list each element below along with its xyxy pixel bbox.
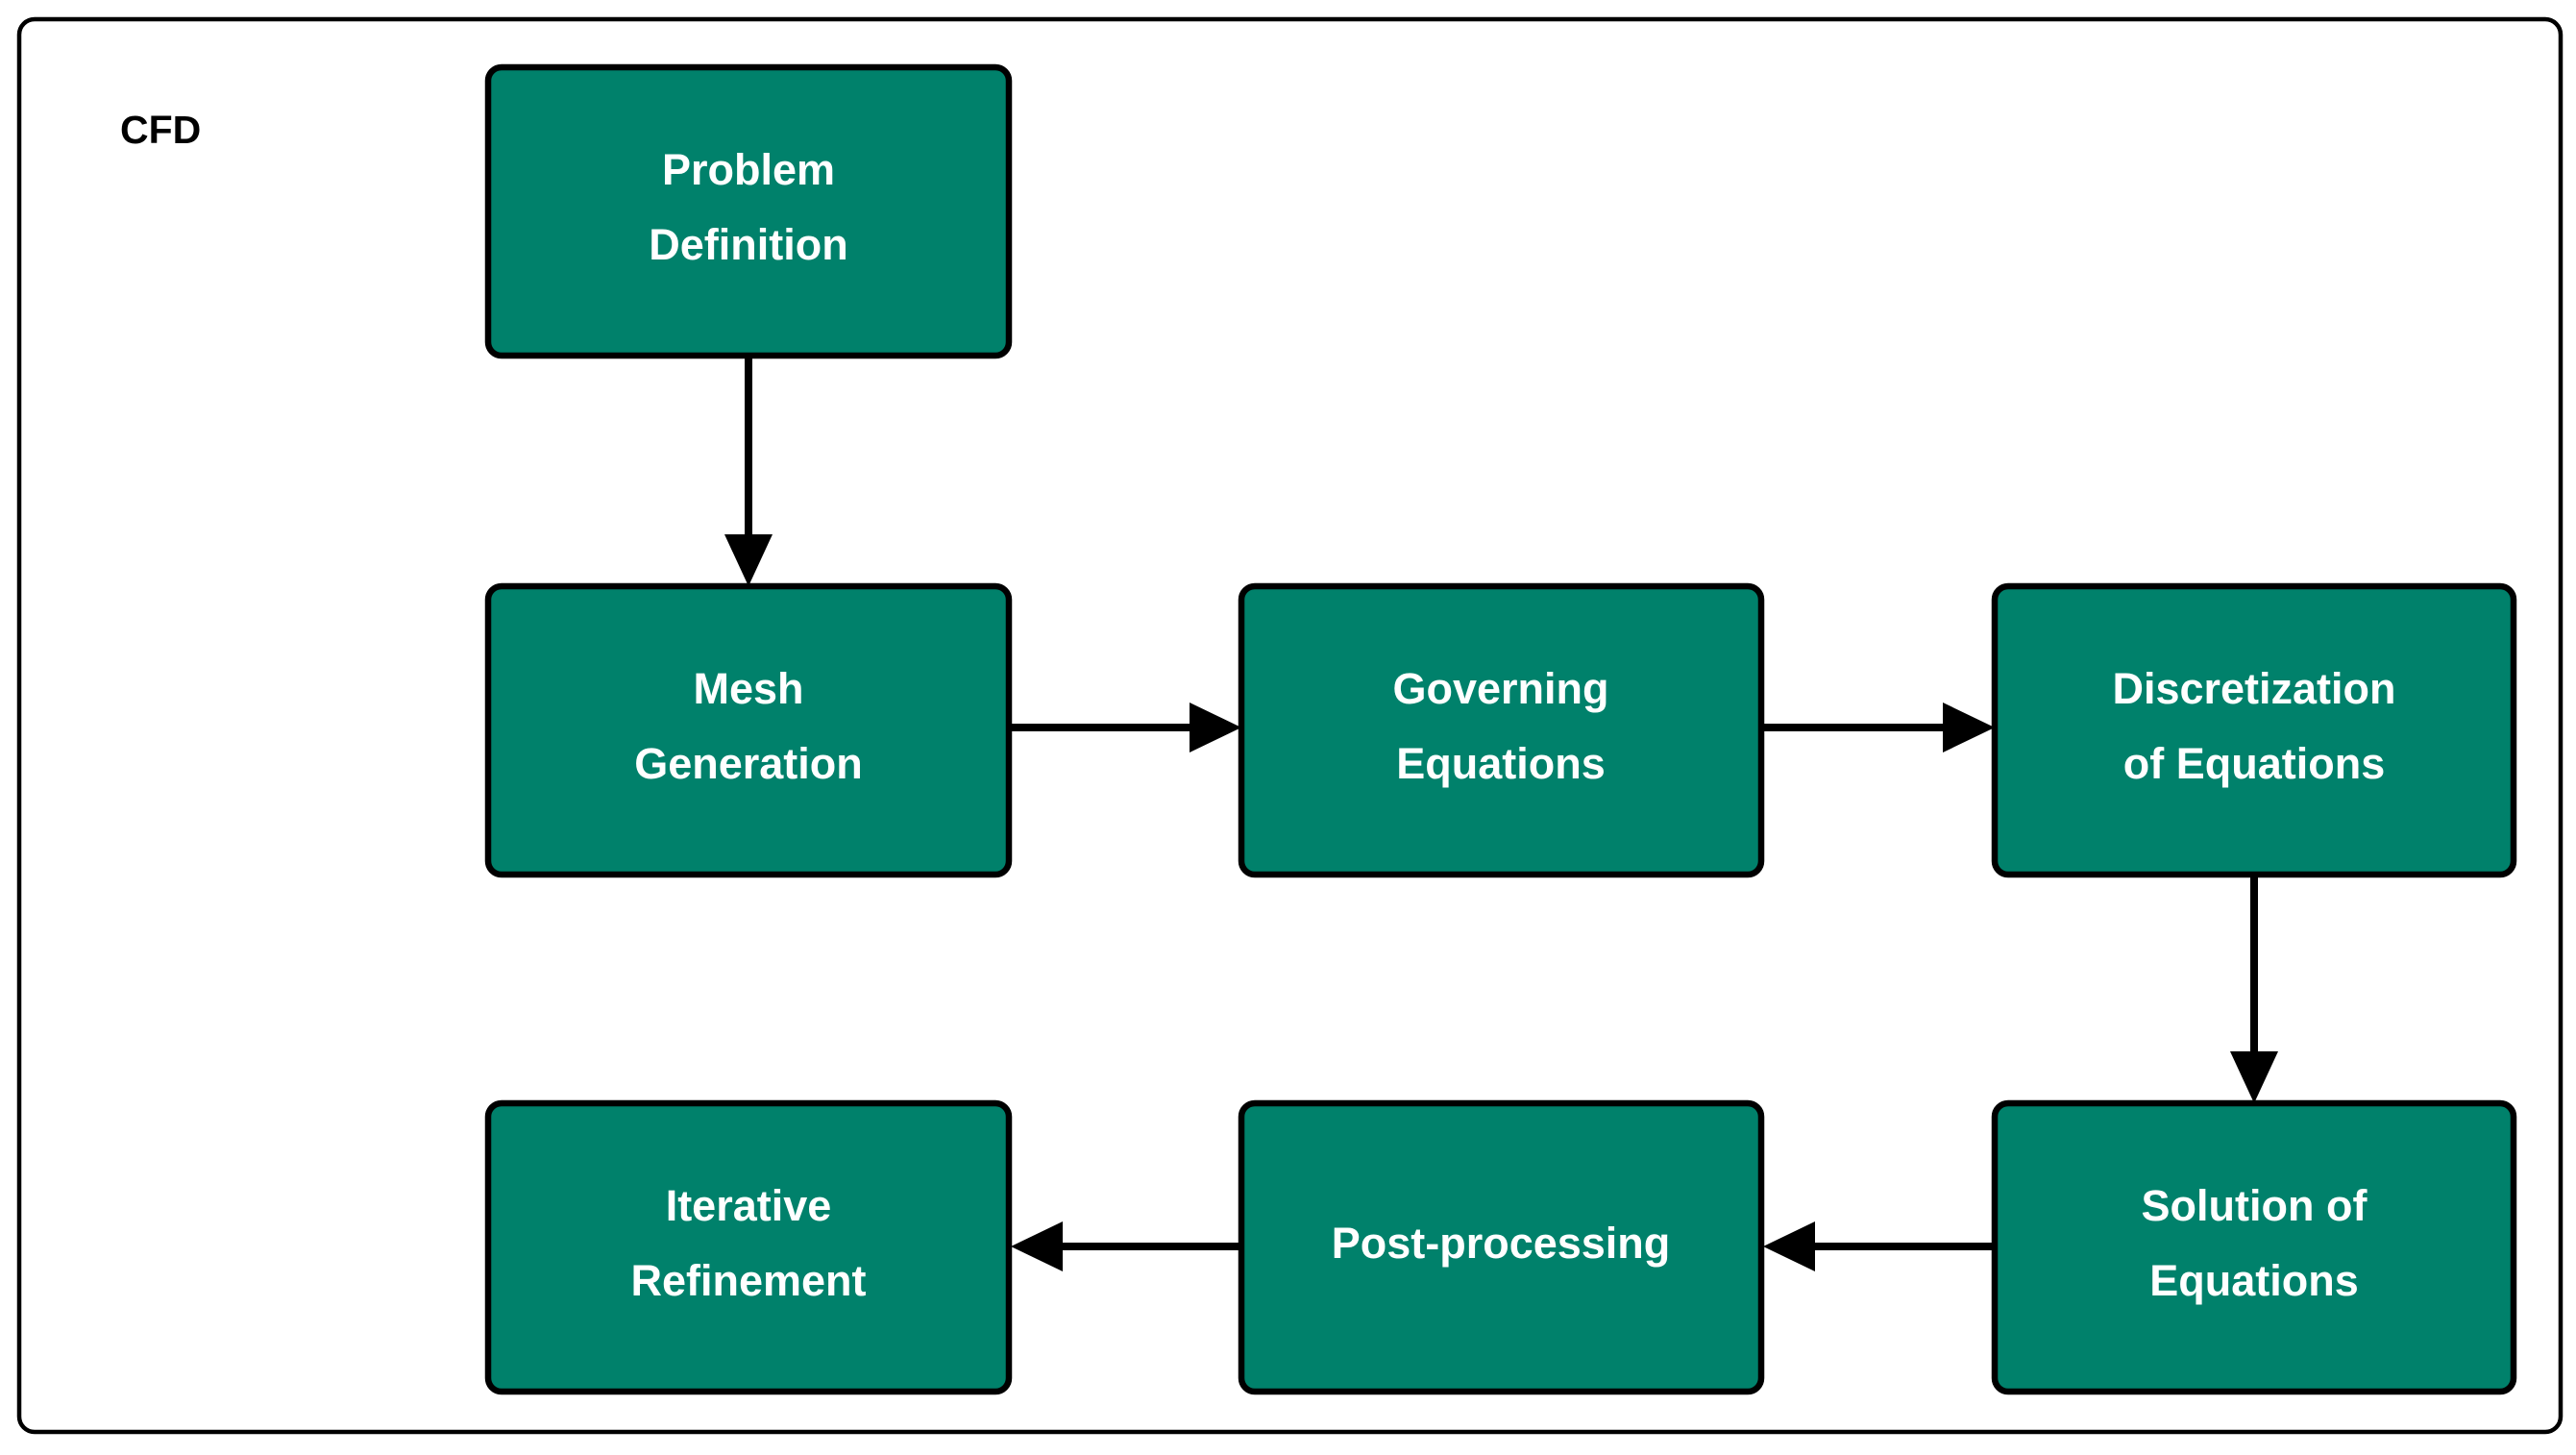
node-label-line: Solution of: [2142, 1181, 2368, 1230]
node-label-line: of Equations: [2123, 739, 2385, 788]
node-mesh-generation[interactable]: Mesh Generation: [484, 582, 1013, 878]
node-label-line: Definition: [649, 220, 847, 269]
node-label-line: Discretization: [2112, 664, 2395, 713]
edge-post-processing-to-iterative-refinement: [1011, 1221, 1239, 1271]
node-label-line: Governing: [1392, 664, 1608, 713]
node-label-line: Equations: [2149, 1256, 2359, 1305]
node-shape[interactable]: [484, 1099, 1013, 1395]
cluster-label: CFD: [120, 108, 201, 152]
arrowhead-left-icon: [1763, 1221, 1815, 1271]
edge-mesh-generation-to-governing-equations: [1011, 703, 1241, 752]
edge-governing-equations-to-discretization-of-equations: [1763, 703, 1995, 752]
arrowhead-down-icon: [2230, 1051, 2278, 1103]
node-shape[interactable]: [484, 582, 1013, 878]
arrowhead-left-icon: [1011, 1221, 1063, 1271]
node-shape[interactable]: [1238, 1099, 1765, 1395]
node-post-processing[interactable]: Post-processing: [1238, 1099, 1765, 1395]
node-iterative-refinement[interactable]: Iterative Refinement: [484, 1099, 1013, 1395]
node-shape[interactable]: [1238, 582, 1765, 878]
arrowhead-down-icon: [724, 534, 773, 586]
node-shape[interactable]: [1991, 1099, 2517, 1395]
arrowhead-right-icon: [1943, 703, 1995, 752]
arrowhead-right-icon: [1190, 703, 1241, 752]
node-solution-of-equations[interactable]: Solution of Equations: [1991, 1099, 2517, 1395]
node-governing-equations[interactable]: Governing Equations: [1238, 582, 1765, 878]
node-label-line: Iterative: [666, 1181, 832, 1230]
node-label-line: Refinement: [630, 1256, 866, 1305]
node-label-line: Generation: [634, 739, 863, 788]
edge-discretization-of-equations-to-solution-of-equations: [2230, 876, 2278, 1103]
node-shape[interactable]: [1991, 582, 2517, 878]
node-discretization-of-equations[interactable]: Discretization of Equations: [1991, 582, 2517, 878]
edge-problem-definition-to-mesh-generation: [724, 358, 773, 586]
node-label-line: Equations: [1396, 739, 1606, 788]
node-label-line: Problem: [662, 145, 835, 194]
node-label-line: Mesh: [693, 664, 803, 713]
node-label-line: Post-processing: [1332, 1219, 1671, 1268]
node-problem-definition[interactable]: Problem Definition: [484, 63, 1013, 359]
node-shape[interactable]: [484, 63, 1013, 359]
edge-solution-of-equations-to-post-processing: [1763, 1221, 1993, 1271]
